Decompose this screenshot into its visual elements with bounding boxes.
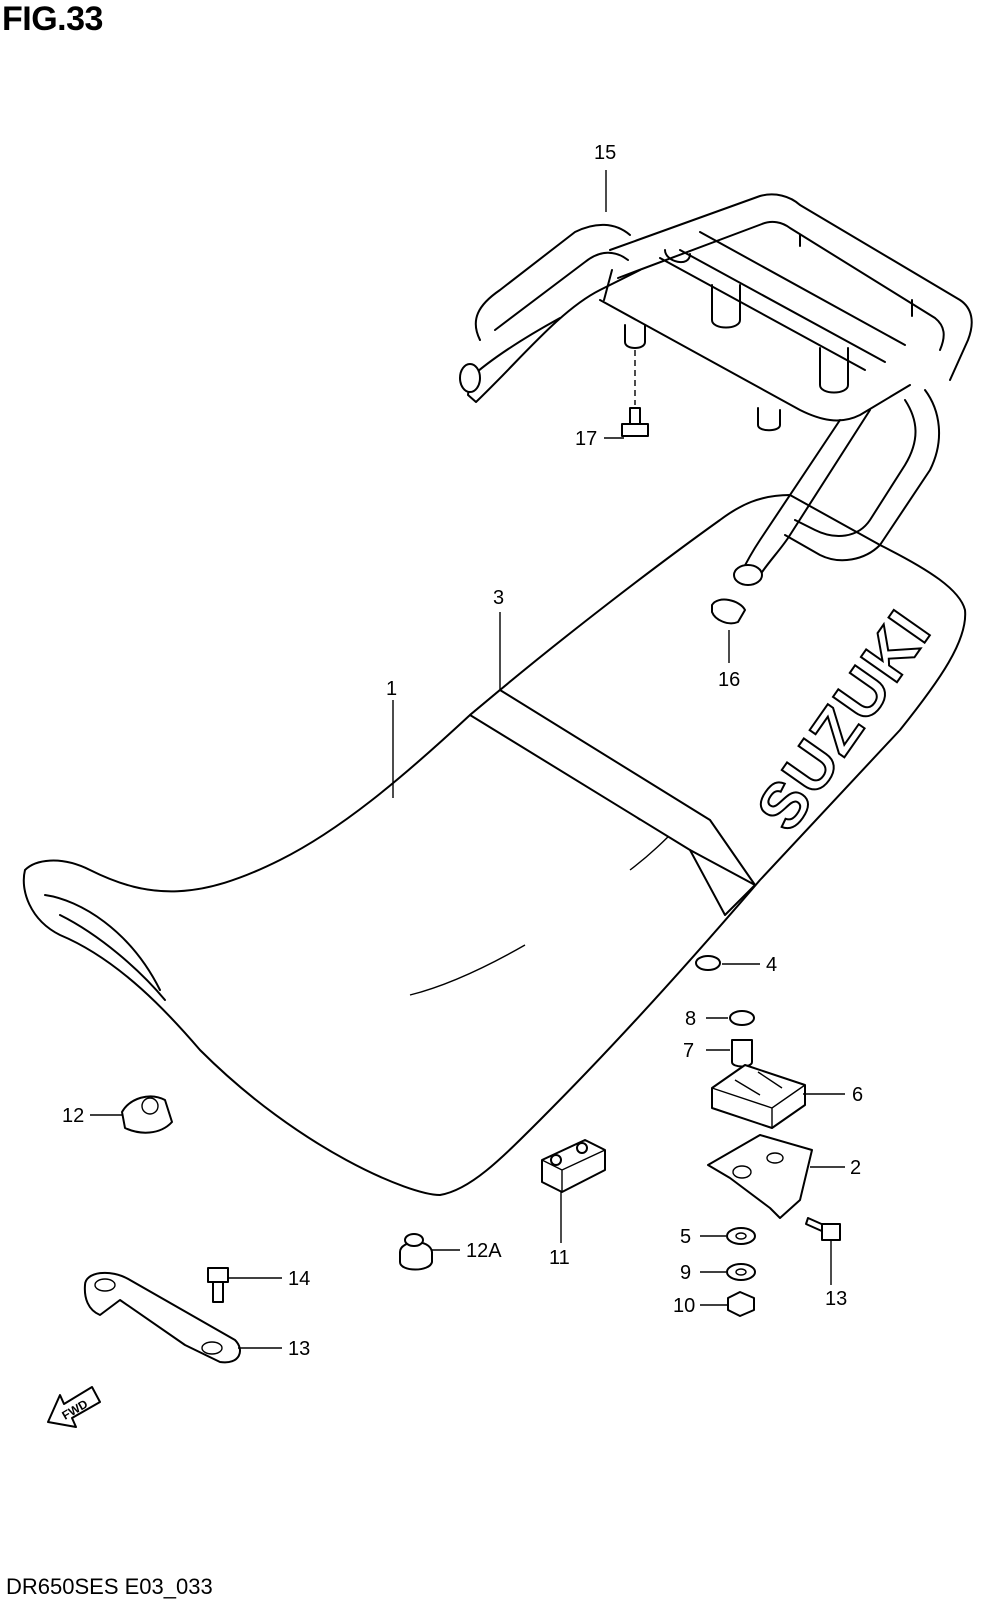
callout-13-right: 13 <box>825 1288 847 1310</box>
bracket-2 <box>707 1134 813 1219</box>
callout-12a: 12A <box>466 1240 502 1262</box>
callout-17: 17 <box>575 428 597 450</box>
bracket-13-left <box>83 1271 241 1364</box>
nut-10 <box>727 1291 755 1317</box>
callout-8: 8 <box>685 1008 696 1030</box>
callout-1: 1 <box>386 678 397 700</box>
figure-code: DR650SES E03_033 <box>6 1574 213 1599</box>
callout-5: 5 <box>680 1226 691 1248</box>
callout-16: 16 <box>718 669 740 691</box>
bolt-17 <box>621 350 649 437</box>
callout-3: 3 <box>493 587 504 609</box>
callout-13-left: 13 <box>288 1338 310 1360</box>
callout-15: 15 <box>594 142 616 164</box>
collar-7 <box>731 1039 753 1068</box>
callout-6: 6 <box>852 1084 863 1106</box>
washer-4 <box>695 955 721 971</box>
rubber-11 <box>541 1139 606 1193</box>
fwd-arrow-icon: FWD <box>47 1386 101 1428</box>
rubber-6 <box>711 1064 806 1129</box>
seat-brand-text: SUZUKI <box>742 597 944 843</box>
bolt-13-right <box>805 1217 841 1241</box>
cushion-12 <box>121 1095 173 1134</box>
callout-9: 9 <box>680 1262 691 1284</box>
callout-10: 10 <box>673 1295 695 1317</box>
figure-title: FIG.33 <box>2 0 103 38</box>
callout-14: 14 <box>288 1268 310 1290</box>
callout-12: 12 <box>62 1105 84 1127</box>
bolt-14 <box>207 1267 229 1303</box>
washer-8 <box>729 1010 755 1026</box>
cushion-16 <box>711 598 746 625</box>
callout-7: 7 <box>683 1040 694 1062</box>
callout-4: 4 <box>766 954 777 976</box>
callout-2: 2 <box>850 1157 861 1179</box>
washer-9 <box>726 1263 756 1281</box>
rear-carrier <box>459 193 973 586</box>
washer-5 <box>726 1227 756 1245</box>
callout-11: 11 <box>549 1247 570 1269</box>
